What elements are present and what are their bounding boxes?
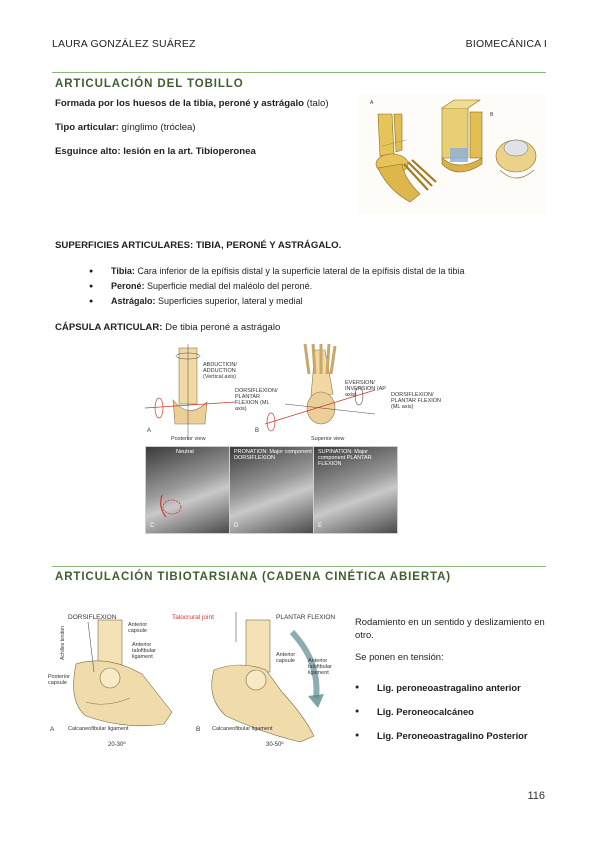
surfaces-list: Tibia: Cara inferior de la epífisis dist… [89, 264, 549, 309]
joint-type-value: gínglimo (tróclea) [118, 122, 196, 133]
formed-by-normal: (talo) [303, 98, 329, 109]
surface-label: Astrágalo: [111, 296, 156, 306]
talocrural-illustration [46, 612, 338, 754]
label-achilles: Achilles tendon [60, 626, 66, 660]
photo-pronation: PRONATION: Major component DORSIFLEXION … [229, 446, 314, 534]
formed-by-bold: Formada por los huesos de la tibia, pero… [55, 98, 304, 109]
label-dorsiflexion-a: DORSIFLEXION/ PLANTAR FLEXION (ML axis) [235, 388, 278, 412]
ankle-anatomy-illustration: A B [358, 94, 546, 214]
capsule-text: De tibia peroné a astrágalo [162, 322, 281, 333]
ankle-axes-illustration [144, 343, 447, 446]
surface-text: Cara inferior de la epífisis distal y la… [134, 266, 465, 276]
surfaces-heading: SUPERFICIES ARTICULARES: TIBIA, PERONÉ Y… [55, 240, 342, 251]
label-b: B [255, 428, 260, 434]
label-plantar-flexion: PLANTAR FLEXION [276, 614, 336, 621]
label-a: A [147, 428, 152, 434]
label-anterior-capsule-a: Anterior capsule [128, 622, 148, 634]
section-title-tibiotarsiana: ARTICULACIÓN TIBIOTARSIANA (CADENA CINÉT… [55, 571, 452, 583]
label-anterior-capsule-b: Anterior capsule [276, 652, 296, 664]
surface-text: Superficies superior, lateral y medial [155, 296, 303, 306]
photo-caption: SUPINATION: Major component PLANTAR FLEX… [318, 449, 372, 467]
photo-caption: PRONATION: Major component DORSIFLEXION [234, 449, 312, 461]
photo-supination: SUPINATION: Major component PLANTAR FLEX… [313, 446, 398, 534]
joint-type-line: Tipo articular: gínglimo (tróclea) [55, 122, 196, 134]
label-posterior-capsule: Posterior capsule [48, 674, 71, 686]
section-rule [52, 566, 546, 567]
surface-text: Superficie medial del maléolo del peroné… [144, 281, 313, 291]
rolling-paragraph: Rodamiento en un sentido y deslizamiento… [355, 616, 545, 640]
label-range-a: 20-30º [108, 742, 126, 748]
formed-by-line: Formada por los huesos de la tibia, pero… [55, 98, 355, 110]
capsule-label: CÁPSULA ARTICULAR: [55, 322, 163, 333]
neutral-arrows-icon [160, 494, 182, 518]
label-dorsiflexion: DORSIFLEXION [68, 614, 117, 621]
photo-letter: D [234, 523, 239, 529]
header-course: BIOMECÁNICA I [465, 38, 547, 50]
ligaments-list: Lig. peroneoastragalino anterior Lig. Pe… [355, 676, 555, 748]
label-abduction: ABDUCTION/ ADDUCTION (Vertical axis) [203, 362, 237, 380]
sprain-line: Esguince alto: lesión en la art. Tibiope… [55, 146, 256, 157]
surface-item-astragalo: Astrágalo: Superficies superior, lateral… [89, 294, 549, 309]
label-superior-view: Superior view [311, 436, 345, 442]
surface-label: Tibia: [111, 266, 135, 276]
capsule-line: CÁPSULA ARTICULAR: De tibia peroné a ast… [55, 322, 280, 334]
surface-label: Peroné: [111, 281, 145, 291]
section-title-tobillo: ARTICULACIÓN DEL TOBILLO [55, 78, 244, 90]
ankle-axes-figure: ABDUCTION/ ADDUCTION (Vertical axis) DOR… [144, 343, 447, 446]
label-calcaneofibular-b: Calcaneofibular ligament [212, 726, 273, 732]
label-anterior-talofibular-b: Anterior talofibular ligament [308, 658, 332, 676]
ligament-item: Lig. Peroneocalcáneo [355, 700, 555, 724]
tibia-fibula-drawing [441, 99, 483, 173]
fig1-label-b: B [490, 112, 494, 118]
section-rule [52, 72, 546, 73]
label-posterior-view: Posterior view [171, 436, 206, 442]
ankle-anatomy-figure: A B [358, 94, 546, 214]
header-author: LAURA GONZÁLEZ SUÁREZ [52, 38, 196, 50]
label-fig3-b: B [196, 726, 201, 733]
photo-neutral: Neutral C [145, 446, 230, 534]
surface-item-tibia: Tibia: Cara inferior de la epífisis dist… [89, 264, 549, 279]
label-talocrural: Talocrural joint [172, 614, 214, 621]
tension-line: Se ponen en tensión: [355, 651, 444, 662]
label-eversion: EVERSION/ INVERSION (AP axis) [345, 380, 386, 398]
label-range-b: 30-50º [266, 742, 284, 748]
talus-drawing [495, 139, 537, 179]
photo-letter: E [318, 523, 323, 529]
ligament-item: Lig. Peroneoastragalino Posterior [355, 724, 555, 748]
label-anterior-talofibular-a: Anterior talofibular ligament [132, 642, 156, 660]
surface-item-perone: Peroné: Superficie medial del maléolo de… [89, 279, 549, 294]
photo-letter: C [150, 523, 155, 529]
talocrural-figure: DORSIFLEXION Talocrural joint PLANTAR FL… [46, 612, 338, 754]
foot-lateral-drawing [375, 113, 437, 203]
label-calcaneofibular-a: Calcaneofibular ligament [68, 726, 129, 732]
label-fig3-a: A [50, 726, 55, 733]
photo-caption: Neutral [176, 449, 194, 455]
label-dorsiflexion-b: DORSIFLEXION/ PLANTAR FLEXION (ML axis) [391, 392, 442, 410]
ligament-item: Lig. peroneoastragalino anterior [355, 676, 555, 700]
joint-type-label: Tipo articular: [55, 122, 119, 133]
fig1-label-a: A [370, 100, 374, 106]
page-number: 116 [527, 790, 545, 802]
